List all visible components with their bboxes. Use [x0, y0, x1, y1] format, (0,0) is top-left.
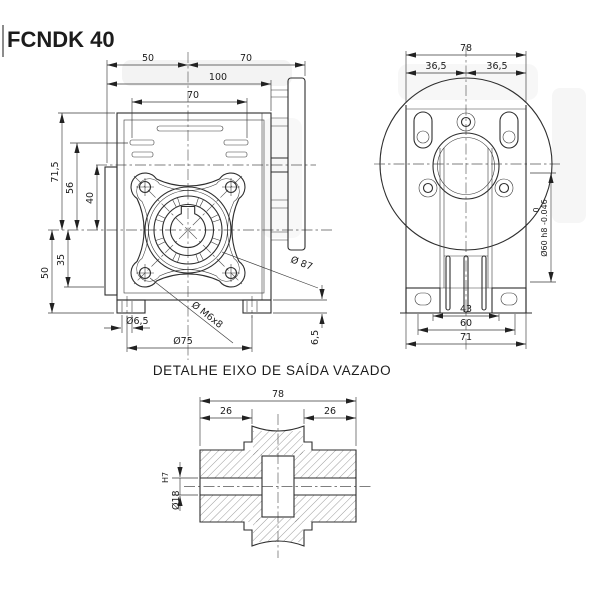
dim-56: 56 — [65, 182, 76, 194]
side-dimensions: 78 36,5 36,5 43 60 71 Ø60 h8 -0.046 0 — [405, 43, 556, 349]
leader-outer-dia — [221, 251, 319, 289]
dim-78: 78 — [460, 43, 472, 54]
drawing-title: FCNDK 40 — [7, 27, 115, 52]
output-bore-boss — [432, 132, 500, 200]
scan-smudge — [552, 88, 586, 223]
bearing-ring-inner — [161, 203, 215, 257]
detail-dimensions: 78 26 26 Ø18 H7 — [161, 389, 357, 511]
dim-40: 40 — [85, 192, 96, 204]
dim-71: 71 — [460, 332, 472, 343]
output-bore-keyway — [169, 205, 207, 249]
worm-housing — [379, 77, 553, 314]
flange-bolt-hole — [456, 112, 476, 132]
flange-bolt-hole — [418, 178, 438, 198]
foot-slot-left — [414, 292, 432, 306]
foot-left — [116, 299, 146, 314]
dim-43: 43 — [460, 304, 472, 315]
dim-detail-bore: Ø18 — [171, 490, 182, 510]
foot-right — [242, 299, 272, 314]
mount-slot-left — [413, 111, 433, 149]
housing-bore-circle — [144, 186, 232, 274]
dim-36-5-right: 36,5 — [486, 61, 507, 72]
dim-50-top: 50 — [142, 53, 154, 64]
dim-detail-78: 78 — [272, 389, 284, 400]
dim-70-vents: 70 — [187, 90, 199, 101]
detail-view: DETALHE EIXO DE SAÍDA VAZADO 78 — [153, 363, 391, 558]
dim-6-5: 6,5 — [310, 330, 321, 345]
dim-70-top: 70 — [240, 53, 252, 64]
detail-caption: DETALHE EIXO DE SAÍDA VAZADO — [153, 363, 391, 378]
motor-flange — [271, 77, 306, 251]
side-foot-left — [405, 287, 441, 314]
scan-smudge — [262, 118, 302, 238]
front-centerlines — [48, 52, 332, 360]
flange-bolt-hole — [222, 178, 240, 196]
dim-26-right: 26 — [324, 406, 336, 417]
bearing-ring-outer — [153, 195, 223, 265]
leader-tapped-holes — [149, 277, 234, 344]
dim-26-left: 26 — [220, 406, 232, 417]
dim-output-bore-tolerance: 0 — [532, 207, 541, 212]
hub-bore — [261, 455, 295, 518]
gear-housing — [104, 112, 272, 314]
dim-60: 60 — [460, 318, 472, 329]
flange-bolt-hole — [222, 264, 240, 282]
cooling-fins — [445, 255, 487, 313]
foot-slot-right — [500, 292, 518, 306]
flange-bolt-holes — [136, 178, 240, 282]
dim-tapped: Ø M6x8 — [189, 300, 224, 331]
housing-circle — [379, 77, 553, 251]
dim-outer: Ø 87 — [289, 255, 314, 273]
flange-bolt-hole — [136, 178, 154, 196]
side-view: 78 36,5 36,5 43 60 71 Ø60 h8 -0.046 0 — [374, 43, 560, 352]
dim-detail-fit: H7 — [161, 472, 170, 483]
dim-50-left: 50 — [40, 267, 51, 279]
dim-36-5-left: 36,5 — [425, 61, 446, 72]
side-foot-right — [491, 287, 527, 314]
mount-slot-right — [499, 111, 519, 149]
dim-output-bore: Ø60 h8 -0.046 — [539, 199, 549, 257]
dim-foot-hole: Ø6,5 — [126, 316, 149, 327]
flange-bolt-hole — [136, 264, 154, 282]
dim-100: 100 — [209, 72, 227, 83]
dim-bolt-circle: Ø75 — [173, 336, 193, 347]
dim-35: 35 — [56, 254, 67, 266]
front-dimensions: 50 70 100 70 71,5 56 40 35 50 Ø6,5 Ø75 Ø… — [40, 53, 327, 352]
output-flange-flower — [130, 172, 246, 288]
title-block: FCNDK 40 — [2, 25, 115, 57]
dim-71-5: 71,5 — [50, 161, 61, 182]
input-cover-plate — [104, 166, 118, 296]
front-view: 50 70 100 70 71,5 56 40 35 50 Ø6,5 Ø75 Ø… — [40, 52, 332, 360]
section-outline — [199, 425, 357, 547]
bearing-spokes — [155, 197, 221, 263]
hollow-shaft-section — [199, 425, 357, 547]
vent-slots — [129, 125, 249, 158]
flange-bolt-hole — [494, 178, 514, 198]
housing-inner-line — [123, 119, 265, 294]
